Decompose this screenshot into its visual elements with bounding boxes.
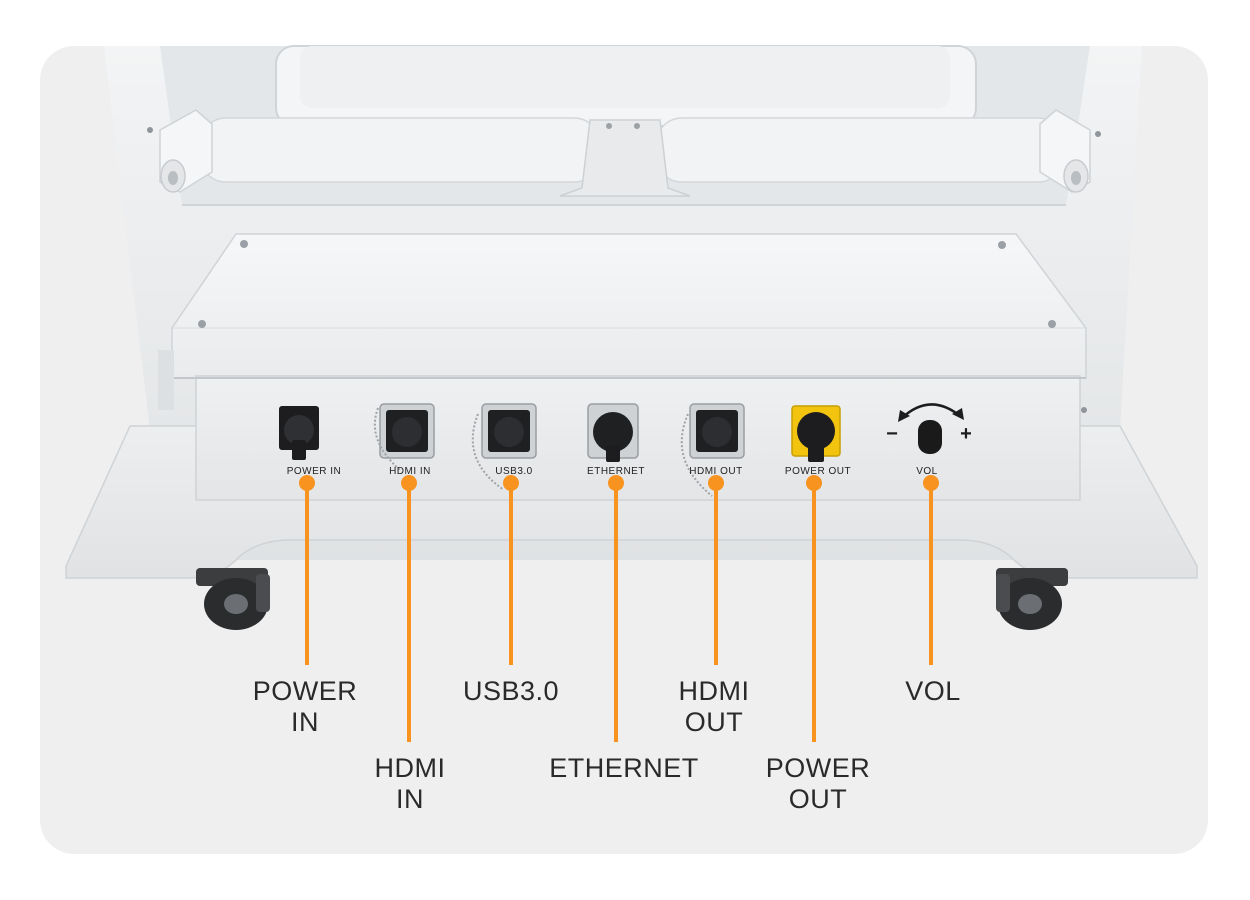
hdmi-out-port bbox=[680, 403, 745, 497]
panel-label-hdmi-in: HDMI IN bbox=[389, 466, 431, 477]
panel-label-usb: USB3.0 bbox=[495, 466, 532, 477]
hdmi-in-port bbox=[373, 403, 435, 471]
usb-port bbox=[471, 403, 537, 491]
callout-hdmi-out: HDMI OUT bbox=[678, 676, 750, 737]
callout-ethernet: ETHERNET bbox=[549, 753, 699, 783]
callout-leaders bbox=[299, 475, 939, 742]
leader-dot-usb bbox=[503, 475, 519, 491]
left-caster bbox=[196, 568, 270, 630]
callout-usb: USB3.0 bbox=[462, 676, 560, 706]
leader-dot-power-out bbox=[806, 475, 822, 491]
leader-dot-hdmi-out bbox=[708, 475, 724, 491]
ethernet-port bbox=[587, 403, 639, 462]
leader-dot-hdmi-in bbox=[401, 475, 417, 491]
panel-label-vol: VOL bbox=[916, 466, 938, 477]
right-caster bbox=[996, 568, 1068, 630]
panel-label-vol-plus: + bbox=[960, 423, 972, 445]
callout-power-in: POWER IN bbox=[252, 676, 358, 737]
connector-box bbox=[158, 233, 1087, 501]
leader-dot-vol bbox=[923, 475, 939, 491]
panel-label-vol-minus: − bbox=[886, 423, 898, 445]
power-in-port bbox=[279, 406, 319, 460]
panel-label-ethernet: ETHERNET bbox=[587, 466, 645, 477]
volume-knob bbox=[898, 403, 964, 454]
panel-label-power-out: POWER OUT bbox=[785, 466, 851, 477]
callout-vol: VOL bbox=[905, 676, 961, 706]
power-out-port bbox=[791, 405, 841, 462]
panel-label-power-in: POWER IN bbox=[287, 466, 342, 477]
panel-label-hdmi-out: HDMI OUT bbox=[689, 466, 742, 477]
callout-power-out: POWER OUT bbox=[765, 753, 871, 814]
leader-dot-power-in bbox=[299, 475, 315, 491]
leader-dot-ethernet bbox=[608, 475, 624, 491]
callout-hdmi-in: HDMI IN bbox=[374, 753, 446, 814]
